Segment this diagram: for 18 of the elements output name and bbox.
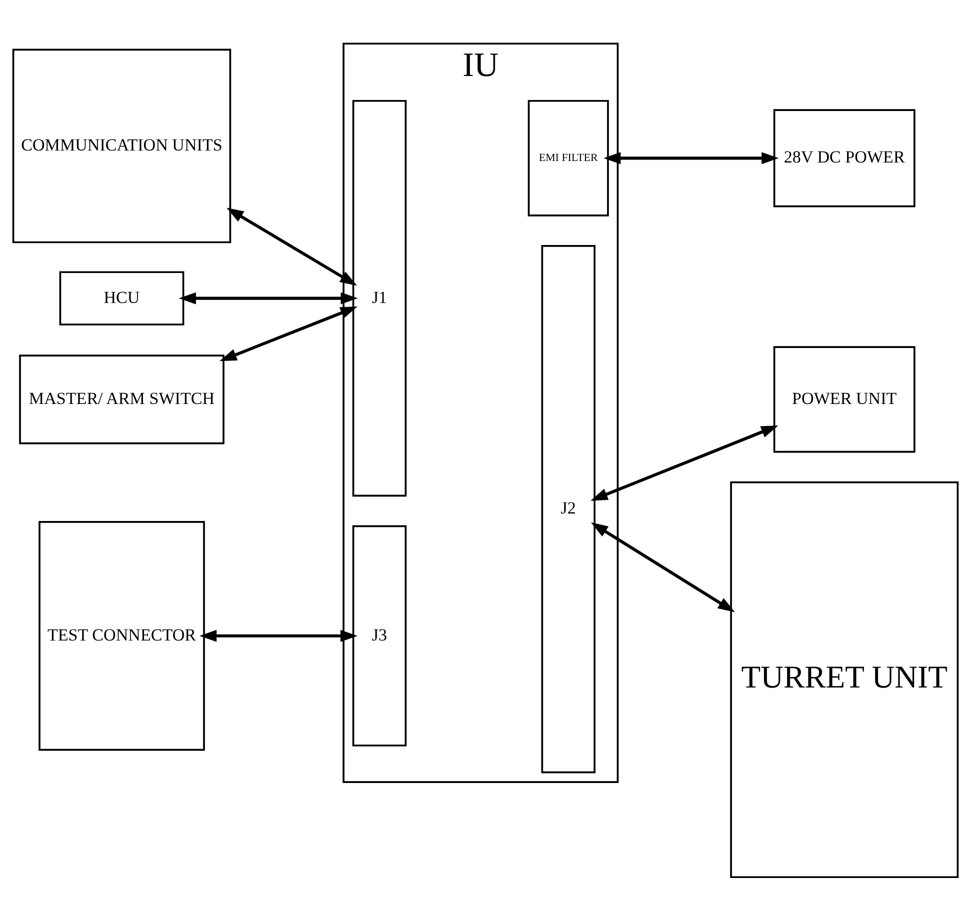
arrow [604,152,779,164]
node-box: HCU [59,270,184,325]
arrow [220,306,358,361]
node-box: 28V DC POWER [773,108,916,207]
node-box: COMMUNICATION UNITS [12,48,232,243]
node-box: EMI FILTER [528,99,609,216]
arrow [226,207,358,286]
node-box: J1 [352,99,407,496]
node-box: J3 [352,524,407,746]
node-box: J2 [541,244,596,773]
arrow [199,629,358,642]
arrow [590,424,778,500]
node-box: MASTER/ ARM SWITCH [19,354,224,444]
node-box: TEST CONNECTOR [38,520,205,750]
arrow [590,522,735,612]
node-box: TURRET UNIT [730,480,959,878]
arrow [178,292,358,304]
node-box: POWER UNIT [773,346,916,452]
